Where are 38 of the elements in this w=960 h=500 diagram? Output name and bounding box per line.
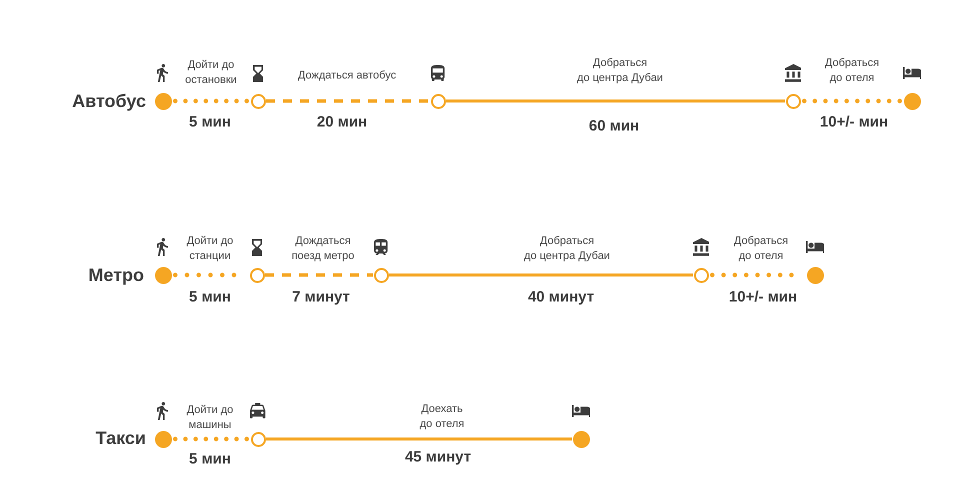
step-label: Дойти до машины [186,403,234,433]
stop-ring [430,94,446,108]
step-label: Дойти до станции [186,234,234,264]
stop-ring [786,94,800,108]
stop-ring [374,268,388,282]
step-label: Доехать до отеля [420,402,464,432]
route-title: Автобус [72,90,146,112]
route-line [173,436,249,442]
duration-label: 60 мин [588,116,640,136]
stop-ring [694,268,708,282]
route-title: Такси [96,427,146,449]
duration-label: 5 мин [189,288,231,306]
duration-label: 5 мин [189,112,231,132]
duration-label: 10+/- мин [820,112,888,132]
step-label: Добраться до центра Дубаи [577,56,663,86]
route-line [173,98,249,104]
route-line [802,98,902,104]
step-label: Дождаться поезд метро [292,234,354,264]
step-label: Дождаться автобус [298,68,396,84]
duration-label: 7 минут [292,288,350,306]
route-line [389,274,693,276]
stop-ring [250,432,266,446]
duration-label: 20 мин [316,112,368,132]
step-label: Дойти до остановки [185,58,237,88]
step-label: Добраться до отеля [824,56,880,86]
duration-label: 45 минут [404,448,472,466]
duration-label: 40 минут [528,288,594,306]
duration-label: 5 мин [189,450,231,468]
stop-ring [250,268,264,282]
route-line [266,99,430,103]
step-label: Добраться до центра Дубаи [524,234,610,264]
stop-ring [250,94,266,108]
route-title: Метро [88,264,144,286]
route-line [265,273,373,277]
duration-label: 10+/- мин [728,288,798,306]
route-line [266,438,572,440]
step-label: Добраться до отеля [734,234,788,264]
route-line [446,100,785,102]
